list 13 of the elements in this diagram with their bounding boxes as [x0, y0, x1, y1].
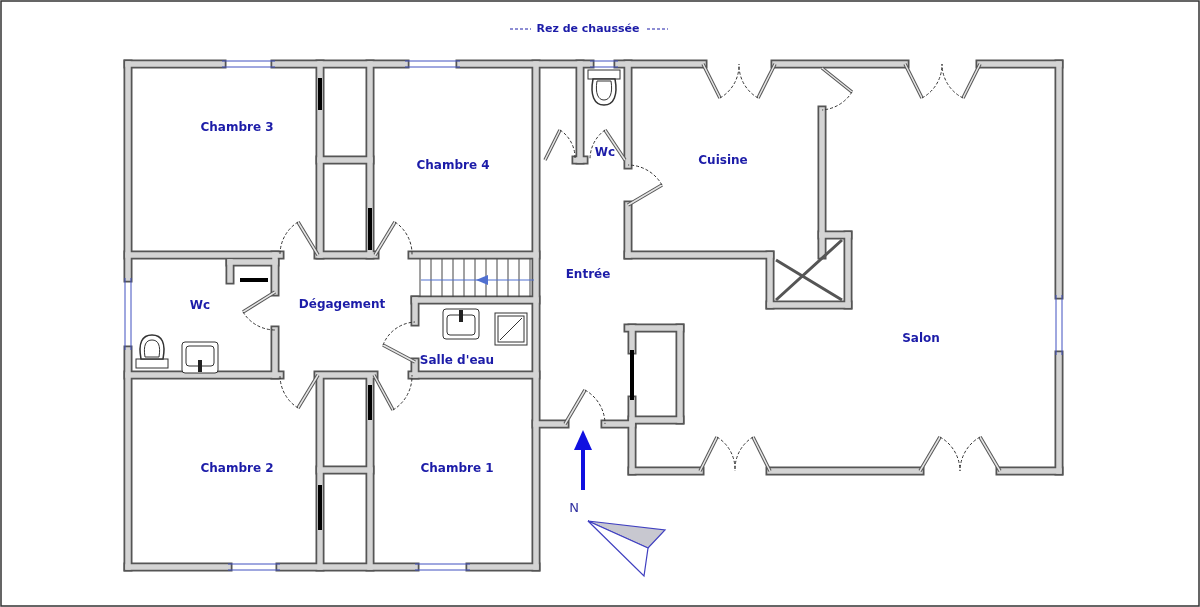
room-label: Salle d'eau — [419, 353, 495, 367]
room-label: Entrée — [565, 267, 611, 281]
room-label: Salon — [902, 331, 940, 345]
plan-title: Rez de chaussée — [536, 21, 640, 35]
room-label: Chambre 2 — [200, 461, 274, 475]
room-label: Chambre 3 — [200, 120, 274, 134]
room-label: Chambre 4 — [416, 158, 490, 172]
room-label: Wc — [594, 145, 616, 159]
room-label: Dégagement — [298, 297, 386, 311]
room-label: Wc — [189, 298, 211, 312]
north-label: N — [569, 499, 579, 515]
room-label: Cuisine — [698, 153, 748, 167]
room-label: Chambre 1 — [420, 461, 494, 475]
